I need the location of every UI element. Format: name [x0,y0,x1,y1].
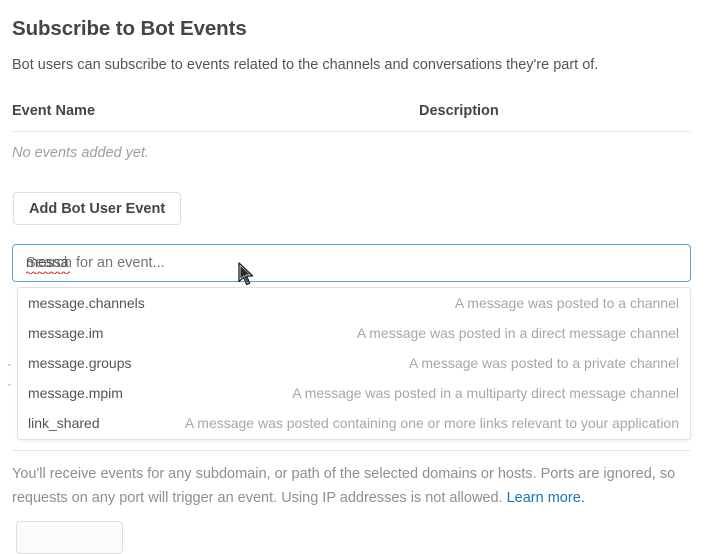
page-description: Bot users can subscribe to events relate… [12,57,599,73]
dropdown-option[interactable]: link_shared A message was posted contain… [18,408,690,438]
dropdown-option[interactable]: message.im A message was posted in a dir… [18,318,690,348]
column-header-event-name: Event Name [12,103,96,119]
dropdown-option-name: message.channels [28,295,145,311]
add-bot-user-event-button[interactable]: Add Bot User Event [13,192,182,225]
dropdown-option-description: A message was posted in a direct message… [356,325,679,341]
dropdown-option-name: message.mpim [28,385,123,401]
helper-text-body: You'll receive events for any subdomain,… [12,466,676,506]
dropdown-option-name: message.groups [28,355,132,371]
occluded-row-marker [8,384,11,386]
table-header-divider [12,131,691,132]
events-table-header: Event Name Description [12,103,691,125]
section-divider [12,450,691,451]
dropdown-option-description: A message was posted in a multiparty dir… [292,385,679,401]
dropdown-option-name: message.im [28,325,104,341]
bottom-action-button[interactable] [16,521,123,554]
column-header-description: Description [419,103,499,119]
page-title: Subscribe to Bot Events [12,17,247,40]
event-search-dropdown[interactable]: message.channels A message was posted to… [17,287,691,440]
events-table-empty-message: No events added yet. [12,145,150,161]
dropdown-option-description: A message was posted to a private channe… [408,355,679,371]
subscribe-bot-events-page: Subscribe to Bot Events Bot users can su… [8,17,691,554]
dropdown-option-name: link_shared [28,415,100,431]
dropdown-option[interactable]: message.groups A message was posted to a… [18,348,690,378]
dropdown-option[interactable]: message.mpim A message was posted in a m… [18,378,690,408]
dropdown-option-description: A message was posted to a channel [454,295,679,311]
learn-more-link[interactable]: Learn more. [506,490,585,506]
event-search-input[interactable] [12,244,691,282]
occluded-row-marker [8,364,11,366]
dropdown-option[interactable]: message.channels A message was posted to… [18,288,690,318]
dropdown-option-description: A message was posted containing one or m… [184,415,679,431]
helper-text: You'll receive events for any subdomain,… [12,462,684,510]
